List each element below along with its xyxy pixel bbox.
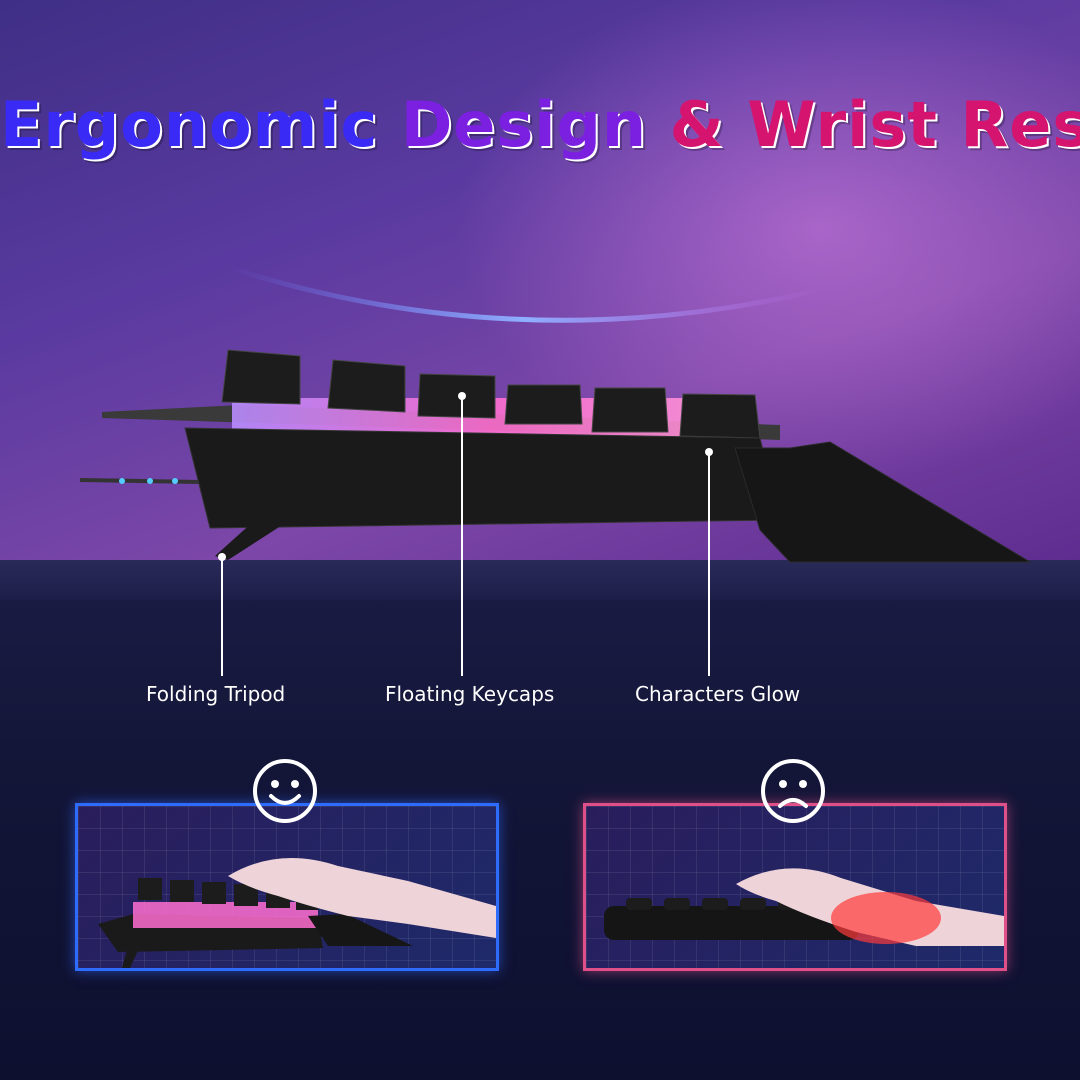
keyboard-body: [184, 427, 781, 529]
light-arc: [229, 265, 821, 323]
title-part-3: & Wrist Rest: [669, 88, 1080, 161]
usb-cable: [79, 478, 201, 484]
frowning-face-icon: [761, 759, 825, 823]
label-characters-glow: Characters Glow: [635, 682, 801, 706]
callout-dot-glow: [705, 448, 713, 456]
bad-posture-illustration: [604, 868, 1004, 946]
wrist-rest: [734, 441, 1032, 563]
panel-without-wrist-rest: [583, 803, 1007, 971]
callout-line-keycaps: [461, 398, 463, 676]
callout-dot-tripod: [218, 553, 226, 561]
panel-with-wrist-rest: [75, 803, 499, 971]
label-floating-keycaps: Floating Keycaps: [385, 682, 555, 706]
keyboard-side-view: [79, 349, 1032, 563]
callout-line-tripod: [221, 558, 223, 676]
folding-tripod: [215, 520, 290, 560]
smiley-face-icon: [253, 759, 317, 823]
title-part-1: Ergonomic: [0, 88, 401, 161]
callout-line-glow: [708, 454, 710, 676]
page-title: Ergonomic Design & Wrist Rest: [0, 88, 1080, 161]
keycaps: [221, 349, 761, 439]
good-posture-illustration: [98, 858, 496, 968]
desk-surface: [0, 560, 1080, 600]
label-folding-tripod: Folding Tripod: [146, 682, 286, 706]
callout-dot-keycaps: [458, 392, 466, 400]
title-part-2: Design: [400, 88, 670, 161]
